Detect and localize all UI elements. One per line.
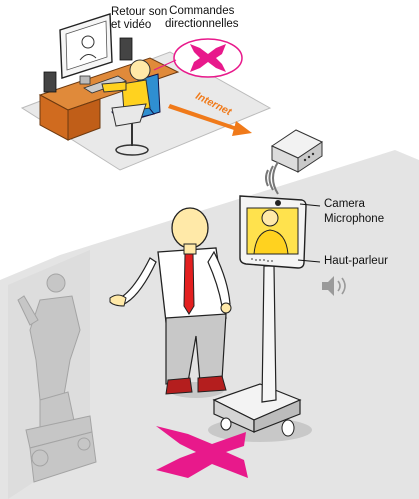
- speaker-right: [119, 37, 133, 61]
- label-microphone: Microphone: [324, 213, 385, 225]
- router-icon: [270, 129, 324, 173]
- shoe-left: [165, 377, 193, 395]
- statue: [17, 273, 97, 483]
- label-retour: Retour son et vidéo: [111, 6, 168, 31]
- robot-camera: [275, 200, 281, 206]
- robot-base-side: [253, 399, 301, 433]
- person-head: [171, 207, 209, 249]
- wifi-icon: [265, 161, 279, 195]
- floor-direction-cross: [156, 426, 248, 478]
- shoe-right: [197, 375, 227, 393]
- robot-mic-grille: [251, 258, 273, 262]
- arrow-head: [232, 121, 252, 136]
- operator-legs: [111, 103, 147, 127]
- direction-cross-icon: [190, 44, 226, 72]
- operator-station: [20, 13, 272, 171]
- label-haut-parleur: Haut-parleur: [324, 255, 388, 267]
- desk-side: [67, 98, 101, 141]
- internet-arrow: [168, 104, 252, 136]
- operator-arm: [101, 81, 127, 93]
- monitor-screen: [65, 20, 108, 71]
- label-commandes: Commandes directionnelles: [165, 5, 239, 30]
- speaker-icon: [322, 276, 346, 296]
- robot-pole: [261, 265, 277, 403]
- operator-head: [129, 59, 151, 81]
- label-camera: Camera: [324, 198, 365, 210]
- speaker-left: [43, 71, 57, 93]
- person: [109, 207, 232, 398]
- tie: [183, 253, 195, 315]
- person-hand-left: [109, 294, 127, 307]
- telepresence-robot: [208, 195, 321, 442]
